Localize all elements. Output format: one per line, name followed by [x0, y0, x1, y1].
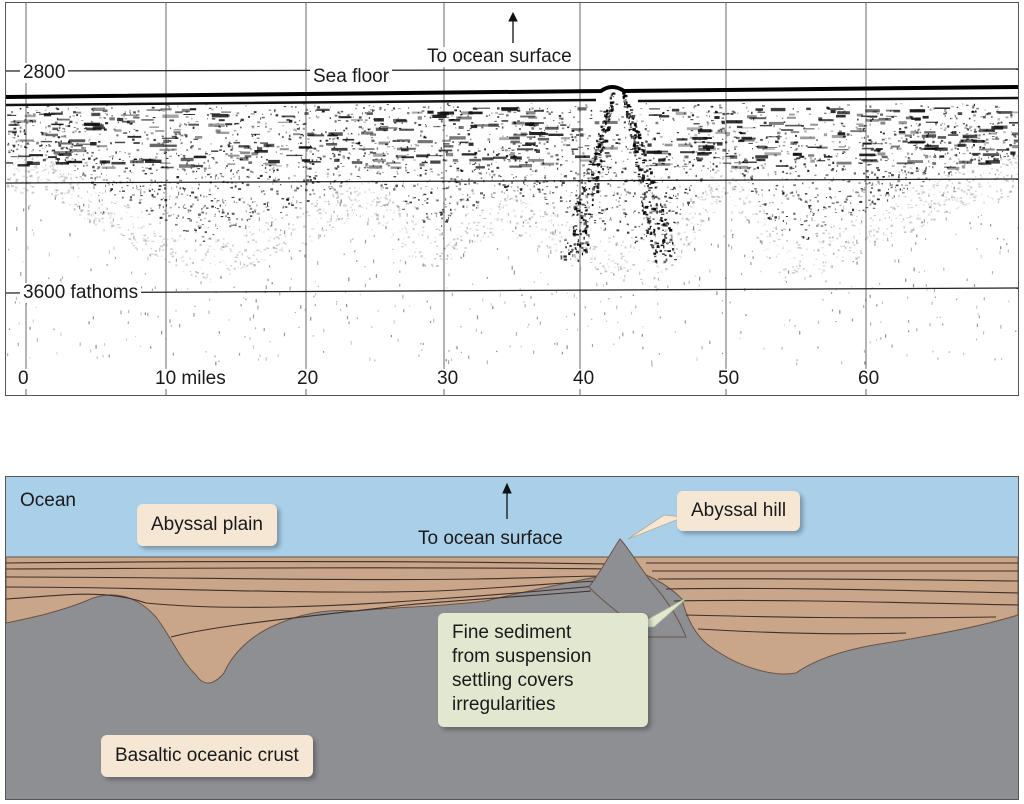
hill-callout-pointer: [627, 514, 685, 540]
basaltic-crust-callout: Basaltic oceanic crust: [101, 735, 313, 777]
distance-label-40: 40: [570, 369, 598, 389]
diagram-surface-label: To ocean surface: [418, 528, 563, 549]
depth-label-3600: 3600 fathoms: [20, 283, 142, 303]
distance-label-50: 50: [715, 369, 743, 389]
distance-label-10: 10 miles: [152, 369, 229, 389]
depth-line-2800: [6, 68, 1018, 72]
sediment-reflections: [6, 91, 1018, 367]
sea-floor-reflector: [6, 85, 1018, 99]
abyssal-hill-callout: Abyssal hill: [677, 491, 801, 531]
sediment-line-3: settling covers: [452, 670, 574, 691]
profile-surface-label: To ocean surface: [424, 47, 575, 67]
sediment-line-2: from suspension: [452, 646, 592, 667]
seismic-profile: 2800 Sea floor To ocean surface 3600 fat…: [5, 2, 1019, 396]
surface-arrow: [508, 11, 518, 43]
distance-label-0: 0: [15, 369, 32, 389]
sediment-callout: Fine sediment from suspension settling c…: [438, 613, 648, 727]
sea-floor-reflector-lower: [6, 96, 1018, 107]
profile-record: [6, 3, 1018, 395]
depth-lines: [6, 68, 1018, 294]
sediment-line-1: Fine sediment: [452, 622, 572, 643]
depth-line-3600: [6, 287, 1018, 294]
distance-label-20: 20: [294, 369, 322, 389]
sediment-line-4: irregularities: [452, 694, 556, 715]
ocean-label: Ocean: [20, 490, 76, 511]
depth-label-2800: 2800: [20, 63, 69, 83]
distance-label-60: 60: [855, 369, 883, 389]
distance-label-30: 30: [434, 369, 462, 389]
cross-section-diagram: Ocean To ocean surface Abyssal plain Aby…: [5, 476, 1019, 800]
sea-floor-label: Sea floor: [310, 67, 393, 87]
depth-line-mid: [6, 178, 1018, 184]
diagram-surface-arrow: [502, 482, 512, 519]
abyssal-plain-callout: Abyssal plain: [137, 504, 277, 546]
